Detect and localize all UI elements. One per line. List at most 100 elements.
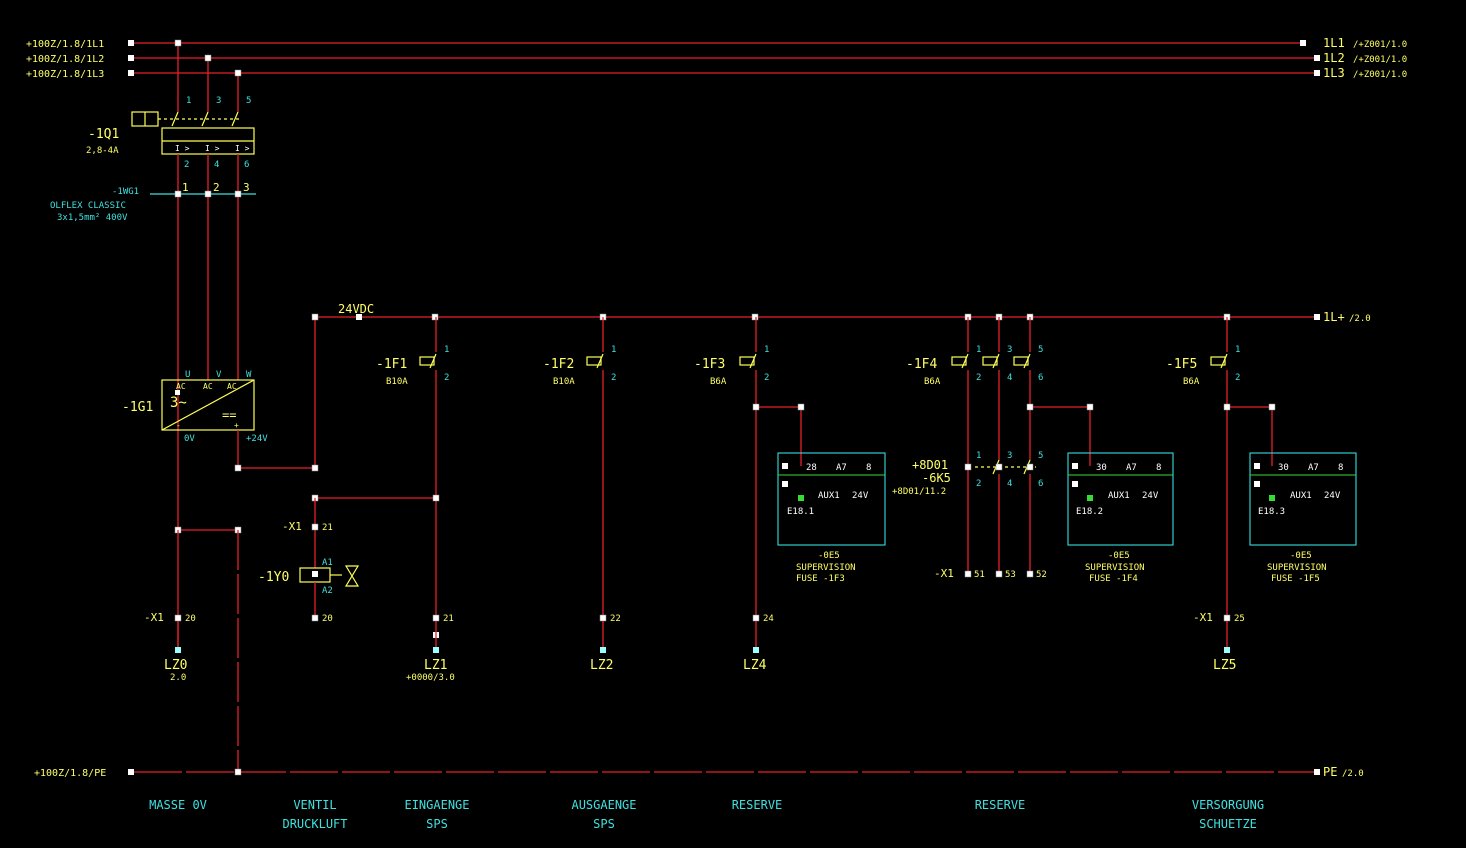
svg-text:SUPERVISION: SUPERVISION <box>1085 563 1145 573</box>
svg-text:6: 6 <box>1038 373 1043 383</box>
svg-text:21: 21 <box>443 614 454 624</box>
svg-text:28: 28 <box>806 463 817 473</box>
potential-lz2: LZ2 <box>590 658 613 673</box>
rail-l2-left-arrow-icon <box>128 55 134 61</box>
potential-lz1-ref: +0000/3.0 <box>406 673 455 683</box>
module-e18-1[interactable]: 28 A7 8 AUX1 24V E18.1 -0E5 SUPERVISION … <box>777 452 886 584</box>
terminal-x1-20: -X1 20 <box>144 611 196 624</box>
svg-text:4: 4 <box>1007 479 1012 489</box>
svg-text:AUX1: AUX1 <box>1290 491 1312 501</box>
column-label-druckluft: DRUCKLUFT <box>282 817 347 831</box>
rail-l3-right-ref: /+Z001/1.0 <box>1353 70 1407 80</box>
svg-text:24V: 24V <box>1324 491 1341 501</box>
svg-text:AUX1: AUX1 <box>1108 491 1130 501</box>
rail-l1: +100Z/1.8/1L1 1L1 /+Z001/1.0 <box>26 36 1407 50</box>
psu-in-v: V <box>216 370 222 380</box>
svg-text:AC: AC <box>176 382 186 391</box>
svg-text:20: 20 <box>322 614 333 624</box>
svg-text:21: 21 <box>322 523 333 533</box>
svg-text:1: 1 <box>764 345 769 355</box>
svg-text:25: 25 <box>1234 614 1245 624</box>
svg-text:4: 4 <box>1007 373 1012 383</box>
psu-in-w: W <box>246 370 252 380</box>
svg-text:A2: A2 <box>322 586 333 596</box>
svg-text:2: 2 <box>611 373 616 383</box>
psu-in-u: U <box>185 370 190 380</box>
rail-l1-left-label: +100Z/1.8/1L1 <box>26 39 104 50</box>
svg-text:2: 2 <box>1235 373 1240 383</box>
fuse-f5[interactable]: 1 2 -1F5 B6A <box>1166 313 1240 618</box>
valve-tag: -1Y0 <box>258 570 289 585</box>
svg-text:24V: 24V <box>1142 491 1159 501</box>
module-e18-3[interactable]: 30 A7 8 AUX1 24V E18.3 -0E5 SUPERVISION … <box>1249 452 1357 584</box>
svg-text:2: 2 <box>976 373 981 383</box>
svg-text:SUPERVISION: SUPERVISION <box>796 563 856 573</box>
module-e18-3-addr: E18.3 <box>1258 507 1285 517</box>
cable-tag: -1WG1 <box>112 187 139 197</box>
q1-rating: 2,8-4A <box>86 146 119 156</box>
column-label-eingaenge: EINGAENGE <box>404 798 469 812</box>
svg-text:20: 20 <box>185 614 196 624</box>
rail-l3-left-arrow-icon <box>128 70 134 76</box>
fuse-f3[interactable]: 1 2 -1F3 B6A <box>694 313 769 618</box>
svg-text:24V: 24V <box>852 491 869 501</box>
potential-lz0-arrow-icon <box>175 647 181 653</box>
column-label-reserve-1: RESERVE <box>732 798 783 812</box>
svg-text:1: 1 <box>976 345 981 355</box>
svg-text:-X1: -X1 <box>282 520 302 533</box>
terminals-x1-51-53-52: -X1 51 53 52 <box>934 567 1047 580</box>
contactor-loc: +8D01 <box>912 458 948 472</box>
svg-text:1: 1 <box>444 345 449 355</box>
svg-text:53: 53 <box>1005 570 1016 580</box>
psu-dc-symbol: == <box>222 408 236 422</box>
svg-text:-X1: -X1 <box>144 611 164 624</box>
valve-1y0[interactable]: -X1 21 A1 A2 -1Y0 20 <box>258 498 360 624</box>
q1-term-3: 3 <box>216 96 221 106</box>
svg-text:FUSE -1F5: FUSE -1F5 <box>1271 574 1320 584</box>
rail-l2-right-label: 1L2 <box>1323 51 1345 65</box>
fuse-f1-rating: B10A <box>386 377 408 387</box>
fuse-f1[interactable]: 1 2 -1F1 B10A <box>376 313 449 618</box>
rail-24vdc: 24VDC 1L+ /2.0 <box>311 302 1371 324</box>
svg-text:AC: AC <box>203 382 213 391</box>
svg-text:8: 8 <box>866 463 871 473</box>
svg-text:-0E5: -0E5 <box>818 551 840 561</box>
cable-core-3: 3 <box>243 181 250 194</box>
module-e18-2-addr: E18.2 <box>1076 507 1103 517</box>
svg-text:I >: I > <box>235 144 250 153</box>
q1-term-5: 5 <box>246 96 251 106</box>
svg-text:51: 51 <box>974 570 985 580</box>
cable-spec: 3x1,5mm² 400V <box>57 213 128 223</box>
column-label-ausgaenge-sps: SPS <box>593 817 615 831</box>
svg-text:30: 30 <box>1096 463 1107 473</box>
cable-core-1: 1 <box>182 181 189 194</box>
module-e18-2[interactable]: 30 A7 8 AUX1 24V E18.2 -0E5 SUPERVISION … <box>1067 452 1174 584</box>
potentials: LZ0 2.0 LZ1 +0000/3.0 LZ2 LZ4 LZ5 <box>164 621 1236 683</box>
rail-l3-right-arrow-icon <box>1314 70 1320 76</box>
potential-lz1: LZ1 <box>424 658 447 673</box>
contactor-tag: -6K5 <box>922 471 951 485</box>
fuse-f2-tag: -1F2 <box>543 357 574 372</box>
rail-pe-right-arrow-icon <box>1314 769 1320 775</box>
fuse-f1-tag: -1F1 <box>376 357 407 372</box>
psu-0v: 0V <box>184 434 195 444</box>
potential-lz4-arrow-icon <box>753 647 759 653</box>
cable-1wg1: -1WG1 1 2 3 OLFLEX CLASSIC 3x1,5mm² 400V <box>50 181 256 223</box>
rail-l2-left-label: +100Z/1.8/1L2 <box>26 54 104 65</box>
fuse-f2[interactable]: 1 2 -1F2 B10A <box>543 313 616 618</box>
svg-text:-0E5: -0E5 <box>1290 551 1312 561</box>
psu-g1[interactable]: U V W AC AC AC 3~ == - + 0V +24V <box>161 370 268 444</box>
rail-l1-right-ref: /+Z001/1.0 <box>1353 40 1407 50</box>
rail-l3-right-label: 1L3 <box>1323 66 1345 80</box>
q1-breaker-symbol[interactable]: I > I > I > 1 3 5 2 4 6 <box>131 96 255 170</box>
svg-text:1: 1 <box>976 451 981 461</box>
contactor-ref: +8D01/11.2 <box>892 487 946 497</box>
column-label-ventil: VENTIL <box>293 798 336 812</box>
contactor-6k5[interactable]: 1 3 5 2 4 6 +8D01 -6K5 +8D01/11.2 <box>892 451 1043 574</box>
column-label-ausgaenge: AUSGAENGE <box>571 798 636 812</box>
fuse-f2-rating: B10A <box>553 377 575 387</box>
potential-lz2-arrow-icon <box>600 647 606 653</box>
svg-text:A7: A7 <box>836 463 847 473</box>
fuse-f4[interactable]: 1 3 5 2 4 6 -1F4 B6A <box>906 313 1043 574</box>
